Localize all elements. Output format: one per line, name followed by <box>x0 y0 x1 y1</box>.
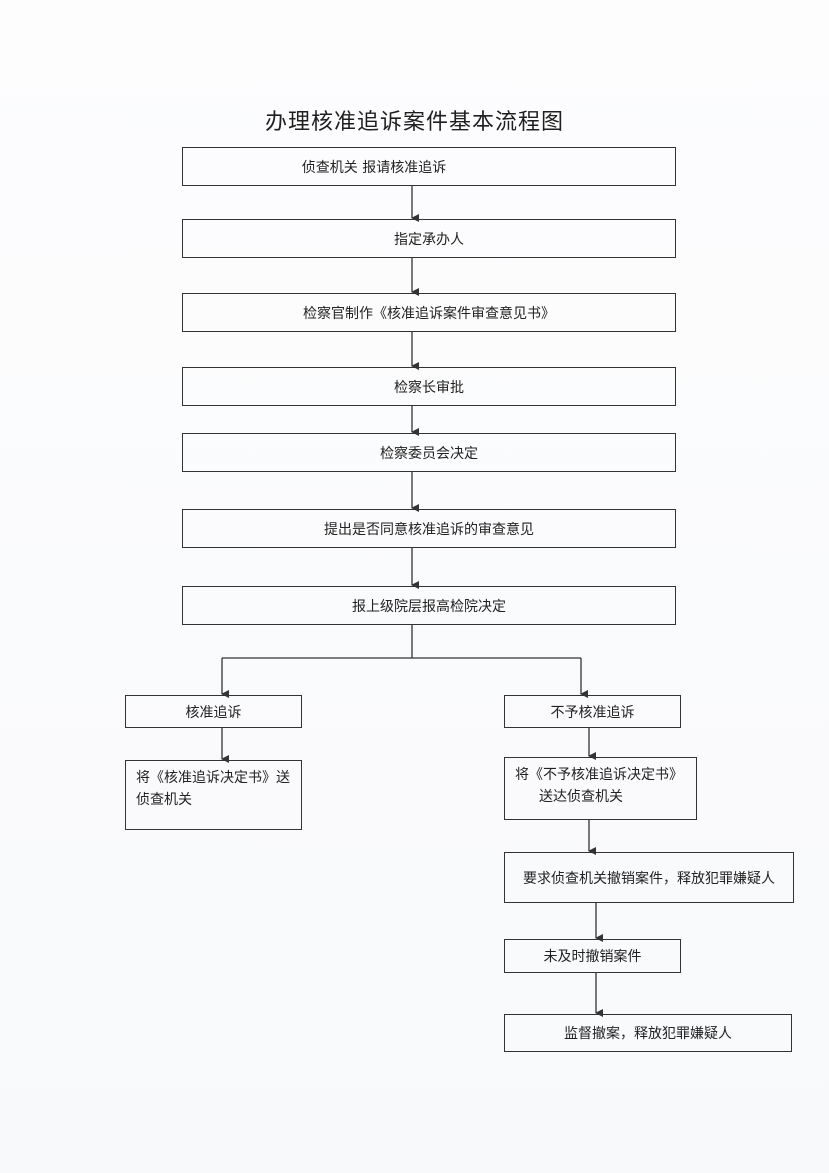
step-propose-box: 提出是否同意核准追诉的审查意见 <box>182 509 676 548</box>
step-report-label: 侦查机关 报请核准追诉 <box>301 159 447 176</box>
approve-box: 核准追诉 <box>125 695 302 728</box>
require-withdraw-box: 要求侦查机关撤销案件，释放犯罪嫌疑人 <box>504 852 794 903</box>
step-opinion-box: 检察官制作《核准追诉案件审查意见书》 <box>182 293 676 332</box>
diagram-title: 办理核准追诉案件基本流程图 <box>264 110 564 135</box>
supervise-box: 监督撤案，释放犯罪嫌疑人 <box>504 1014 792 1052</box>
send-rejection-line2: 送达侦查机关 <box>539 789 623 805</box>
step-submit-box: 报上级院层报高检院决定 <box>182 586 676 625</box>
require-withdraw-label: 要求侦查机关撤销案件，释放犯罪嫌疑人 <box>523 870 775 887</box>
reject-box: 不予核准追诉 <box>504 695 681 728</box>
not-withdrawn-box: 未及时撤销案件 <box>504 939 681 973</box>
supervise-label: 监督撤案，释放犯罪嫌疑人 <box>564 1026 732 1042</box>
send-approval-line1: 将《核准追诉决定书》送 <box>136 770 290 786</box>
step-committee-box: 检察委员会决定 <box>182 433 676 472</box>
send-approval-line2: 侦查机关 <box>136 792 192 808</box>
step-chief-approval-box: 检察长审批 <box>182 367 676 406</box>
reject-label: 不予核准追诉 <box>550 704 635 721</box>
step-report-box: 侦查机关 报请核准追诉 <box>182 147 676 186</box>
step-committee-label: 检察委员会决定 <box>380 445 478 462</box>
step-assign-label: 指定承办人 <box>394 231 464 248</box>
approve-label: 核准追诉 <box>185 704 242 721</box>
step-chief-approval-label: 检察长审批 <box>394 379 464 396</box>
send-approval-decision-box: 将《核准追诉决定书》送 侦查机关 <box>125 760 302 830</box>
step-assign-box: 指定承办人 <box>182 219 676 258</box>
step-opinion-label: 检察官制作《核准追诉案件审查意见书》 <box>303 305 555 322</box>
step-submit-label: 报上级院层报高检院决定 <box>352 598 506 615</box>
step-propose-label: 提出是否同意核准追诉的审查意见 <box>324 521 534 538</box>
send-rejection-line1: 将《不予核准追诉决定书》 <box>515 767 683 783</box>
send-rejection-decision-box: 将《不予核准追诉决定书》 送达侦查机关 <box>504 757 697 820</box>
not-withdrawn-label: 未及时撤销案件 <box>543 949 642 965</box>
